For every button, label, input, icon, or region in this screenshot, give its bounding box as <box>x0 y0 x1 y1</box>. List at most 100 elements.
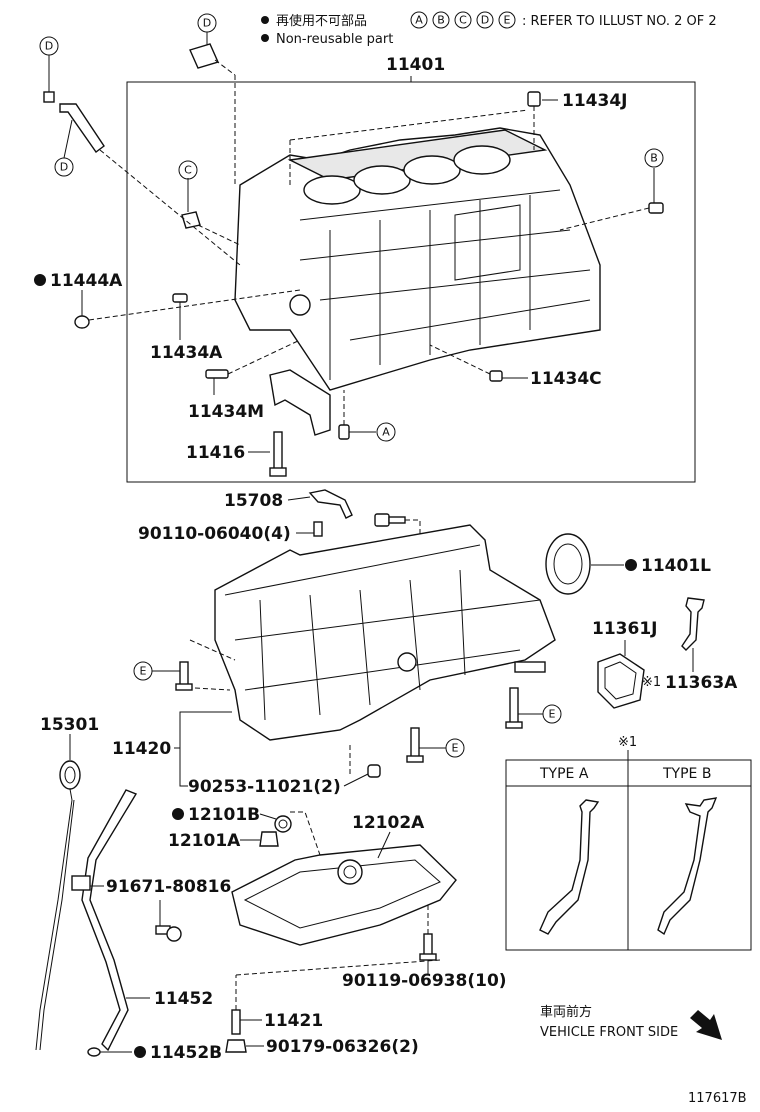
callout-C <box>178 160 198 180</box>
legend-letter: B <box>437 14 445 27</box>
label-91671: 91671-80816 <box>106 877 231 897</box>
cylinder-block <box>234 127 601 391</box>
callout-E-middle <box>445 738 465 758</box>
part-12101B-gasket <box>274 815 292 833</box>
type-table-note-mark: ※1 <box>618 735 637 750</box>
label-11434M: 11434M <box>188 402 264 422</box>
part-11363A-gasket <box>681 597 705 651</box>
callout-E-left <box>133 661 153 681</box>
part-12101A-plug <box>259 831 279 847</box>
part-11444A-oring <box>74 289 301 329</box>
gasket-type-a-shape <box>539 799 600 935</box>
callout-letter: E <box>452 742 459 755</box>
callout-letter: E <box>140 665 147 678</box>
label-90179: 90179-06326(2) <box>266 1037 419 1057</box>
label-12101A: 12101A <box>168 831 241 851</box>
label-90110: 90110-06040(4) <box>138 524 291 544</box>
legend-refer-letters: A B C D E <box>410 11 516 29</box>
part-plug-c <box>181 211 241 246</box>
legend-nonreusable-jp: 再使用不可部品 <box>276 13 367 29</box>
part-11434A-pin <box>172 293 188 303</box>
part-11361J-cover <box>597 653 645 709</box>
part-90179-nut <box>225 1039 247 1053</box>
label-15301: 15301 <box>40 715 99 735</box>
part-90119-bolt <box>419 905 437 961</box>
callout-letter: D <box>60 161 68 174</box>
part-11416-bolt <box>269 431 287 477</box>
label-11401L: 11401L <box>641 556 711 576</box>
callout-letter: D <box>203 17 211 30</box>
callout-letter: C <box>184 164 192 177</box>
part-15301-dipstick <box>35 760 81 1051</box>
part-11434J-pin <box>527 91 541 150</box>
nonreusable-bullet-icon <box>134 1046 146 1058</box>
front-arrow-icon <box>690 1010 722 1040</box>
callout-letter: E <box>549 708 556 721</box>
label-15708: 15708 <box>224 491 283 511</box>
nonreusable-bullet-icon <box>261 16 269 24</box>
type-table-col-b: TYPE B <box>662 766 711 782</box>
label-11434A: 11434A <box>150 343 223 363</box>
callout-D-top <box>197 13 217 33</box>
part-91671-bolt <box>155 925 182 942</box>
part-knock-sensor-d <box>189 43 236 185</box>
label-11452B: 11452B <box>150 1043 222 1063</box>
label-11363A: 11363A <box>665 673 738 693</box>
label-11434J: 11434J <box>562 91 627 111</box>
part-11452B-oring <box>87 1047 101 1057</box>
vehicle-front-en: VEHICLE FRONT SIDE <box>540 1025 678 1040</box>
part-dowel-a <box>338 390 350 440</box>
legend-letter: C <box>459 14 467 27</box>
gasket-type-b-shape <box>657 797 718 936</box>
part-90253-plug <box>367 764 381 778</box>
label-11416: 11416 <box>186 443 245 463</box>
legend-letter: E <box>504 14 511 27</box>
part-stud-b <box>559 202 664 231</box>
illustration-number: 117617B <box>688 1091 747 1106</box>
callout-letter: D <box>45 40 53 53</box>
label-12101B: 12101B <box>188 805 260 825</box>
part-12102A-oil-pan <box>231 844 457 946</box>
crankcase-11420 <box>214 524 556 741</box>
callout-letter: B <box>650 152 658 165</box>
legend-refer-text: : REFER TO ILLUST NO. 2 OF 2 <box>522 14 717 29</box>
label-90253: 90253-11021(2) <box>188 777 341 797</box>
callout-D-upper-left <box>39 36 59 56</box>
label-11434C: 11434C <box>530 369 602 389</box>
part-11434C-pin <box>429 344 503 382</box>
type-table-col-a: TYPE A <box>539 766 589 782</box>
callout-letter: A <box>382 426 390 439</box>
label-11452: 11452 <box>154 989 213 1009</box>
label-11444A: 11444A <box>50 271 123 291</box>
part-90110-bolt <box>313 521 323 537</box>
label-90119: 90119-06938(10) <box>342 971 507 991</box>
nonreusable-bullet-icon <box>625 559 637 571</box>
part-stiffener-bolt <box>374 513 421 545</box>
part-bearing-cap <box>269 369 331 436</box>
part-oil-pipe-d <box>43 91 241 266</box>
label-11420: 11420 <box>112 739 171 759</box>
nonreusable-bullet-icon <box>261 34 269 42</box>
part-11434M-pin <box>205 339 301 379</box>
legend-letter: D <box>481 14 489 27</box>
callout-E-right <box>542 704 562 724</box>
label-11421: 11421 <box>264 1011 323 1031</box>
part-11452-guide <box>71 789 138 1052</box>
part-11421-stud <box>231 975 241 1035</box>
label-11361J: 11361J <box>592 619 657 639</box>
legend-nonreusable-en: Non-reusable part <box>276 32 393 47</box>
callout-D-lower-left <box>54 157 74 177</box>
part-bolt-e1 <box>175 661 193 691</box>
callout-A <box>376 422 396 442</box>
part-15708-nozzle <box>308 489 353 519</box>
label-11363A-mark: ※1 <box>642 675 661 690</box>
vehicle-front-jp: 車両前方 <box>540 1004 592 1020</box>
vehicle-front-indicator: 車両前方 VEHICLE FRONT SIDE <box>540 1004 722 1040</box>
label-12102A: 12102A <box>352 813 425 833</box>
callout-B <box>644 148 664 168</box>
legend: 再使用不可部品 Non-reusable part A B C D E : RE… <box>261 11 717 47</box>
type-table: ※1 TYPE A TYPE B <box>505 735 752 951</box>
nonreusable-bullet-icon <box>172 808 184 820</box>
legend-letter: A <box>415 14 423 27</box>
